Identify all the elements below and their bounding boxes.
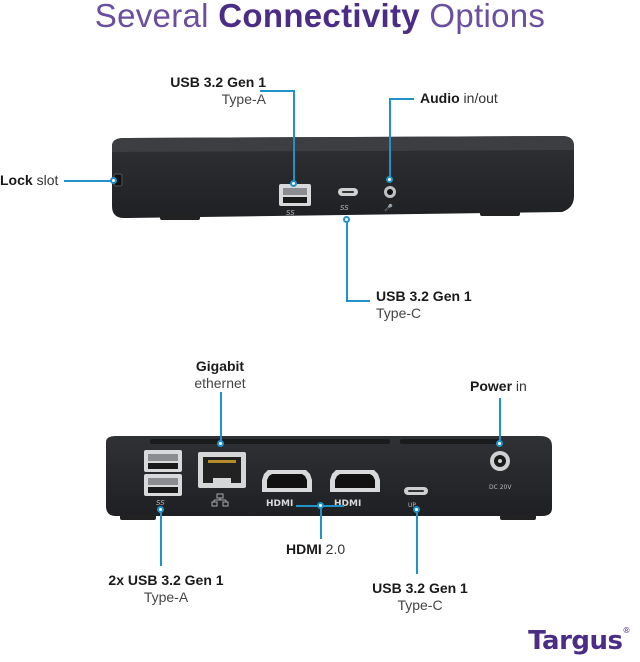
callout-lock-dot — [110, 177, 117, 184]
label-audio-bold: Audio — [420, 90, 460, 106]
callout-lock-h — [64, 180, 114, 182]
label-hdmi-bold: HDMI — [286, 541, 322, 557]
label-lock-rest: slot — [36, 172, 59, 188]
label-audio: Audio in/out — [420, 90, 498, 107]
callout-usb-c2-dot — [413, 506, 420, 513]
dock-side-view: SS SS 🎤 — [112, 136, 574, 220]
audio-jack-icon — [384, 186, 396, 198]
usb-c-port-icon — [338, 188, 358, 196]
label-usb-a2-bold: 2x USB 3.2 Gen 1 — [108, 572, 224, 588]
callout-usb-a-h — [260, 90, 294, 92]
label-power-rest: in — [515, 378, 527, 394]
callout-ethernet-v — [220, 392, 222, 444]
label-usb-a: USB 3.2 Gen 1 Type-A — [140, 74, 266, 108]
hdmi-port-1-icon — [262, 470, 312, 492]
brand-name: Targus — [528, 626, 623, 656]
callout-power-v — [499, 398, 501, 444]
callout-usb-a2-v — [160, 510, 162, 566]
label-usb-c2-sub: Type-C — [397, 597, 443, 613]
title-part2: Connectivity — [218, 0, 420, 34]
callout-usb-c-h — [346, 300, 370, 302]
label-ethernet-bold: Gigabit — [195, 358, 245, 374]
network-mark-icon — [211, 493, 229, 507]
label-usb-c-sub: Type-C — [376, 305, 422, 321]
label-usb-a2: 2x USB 3.2 Gen 1 Type-A — [96, 572, 236, 606]
callout-usb-c-dot — [343, 216, 350, 223]
label-usb-c-bold: USB 3.2 Gen 1 — [376, 288, 472, 304]
label-usb-c2: USB 3.2 Gen 1 Type-C — [362, 580, 478, 614]
ss-mark-top-a: SS — [286, 209, 295, 217]
callout-usb-a2-dot — [157, 506, 164, 513]
ss-mark-top-c: SS — [340, 204, 349, 212]
headset-mark-icon: 🎤 — [384, 203, 393, 212]
label-audio-rest: in/out — [463, 90, 498, 106]
label-hdmi-rest: 2.0 — [325, 541, 346, 557]
label-usb-c: USB 3.2 Gen 1 Type-C — [376, 288, 472, 322]
title-part3: Options — [429, 0, 546, 34]
callout-audio-dot — [386, 176, 393, 183]
up-mark: UP — [408, 502, 416, 509]
dc-mark: DC 20V — [489, 484, 512, 491]
hdmi-mark-2: HDMI — [334, 499, 361, 509]
hdmi-port-2-icon — [330, 470, 380, 492]
callout-hdmi-dot — [317, 502, 324, 509]
callout-ethernet-dot — [217, 440, 224, 447]
label-hdmi: HDMI 2.0 — [286, 541, 345, 558]
title-part1: Several — [94, 0, 209, 34]
label-ethernet: Gigabit ethernet — [170, 358, 270, 392]
label-lock-bold: Lock — [0, 172, 33, 188]
label-power: Power in — [470, 378, 527, 395]
dc-power-port-icon — [490, 451, 510, 471]
callout-hdmi-v — [320, 505, 322, 539]
label-usb-a-bold: USB 3.2 Gen 1 — [170, 74, 266, 90]
ss-mark-bottom: SS — [156, 499, 165, 507]
dock-rear-view: SS HDMI HDMI UP — [106, 436, 552, 520]
label-power-bold: Power — [470, 378, 513, 394]
page-title: Several Connectivity Options — [0, 0, 640, 36]
label-ethernet-sub: ethernet — [194, 375, 246, 391]
callout-usb-c-v — [346, 222, 348, 302]
callout-audio-v — [389, 98, 391, 180]
callout-audio-h — [390, 98, 414, 100]
callout-usb-a-dot — [290, 180, 297, 187]
label-usb-c2-bold: USB 3.2 Gen 1 — [372, 580, 468, 596]
label-usb-a-sub: Type-A — [221, 91, 266, 107]
callout-usb-a-v — [293, 90, 295, 182]
label-lock: Lock slot — [0, 172, 58, 189]
usb-c-upstream-port-icon — [404, 487, 428, 495]
label-usb-a2-sub: Type-A — [143, 589, 189, 605]
hdmi-mark-1: HDMI — [266, 499, 293, 509]
ethernet-port-icon — [198, 452, 246, 488]
usb-a-port-icon — [279, 184, 311, 206]
callout-power-dot — [496, 440, 503, 447]
usb-a-dual-port-icon — [144, 450, 182, 496]
callout-usb-c2-v — [416, 510, 418, 574]
targus-logo: Targus® — [528, 626, 630, 656]
